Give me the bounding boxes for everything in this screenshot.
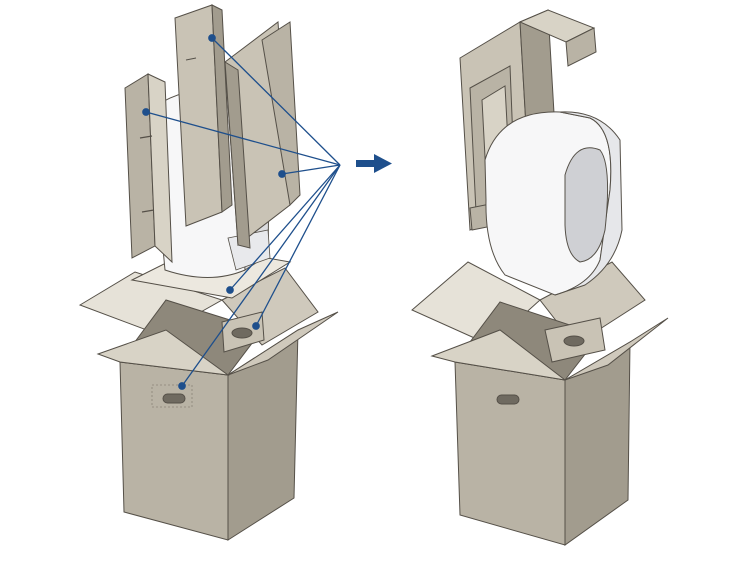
leader-lines <box>142 34 341 390</box>
left-box-handle-front <box>162 393 186 404</box>
leader-dot-insert-right <box>278 170 286 178</box>
left-insert-back <box>174 4 233 227</box>
left-box <box>96 299 339 541</box>
leader-dot-pad <box>226 286 234 294</box>
right-product <box>484 111 623 296</box>
leader-dot-insert-front <box>142 108 150 116</box>
right-box-handle-front <box>496 394 520 405</box>
left-assembly <box>78 4 341 541</box>
right-product-cutout <box>564 147 609 263</box>
right-assembly <box>411 9 669 546</box>
leader-dot-front-handle <box>178 382 186 390</box>
left-insert-right <box>224 21 301 249</box>
left-box-handle-side <box>231 327 253 339</box>
right-box <box>430 301 669 546</box>
right-box-handle-side <box>563 335 585 347</box>
left-insert-front <box>124 73 173 264</box>
leader-dot-insert-back <box>208 34 216 42</box>
right-arrow-icon <box>356 154 392 173</box>
leader-dot-side-handle <box>252 322 260 330</box>
